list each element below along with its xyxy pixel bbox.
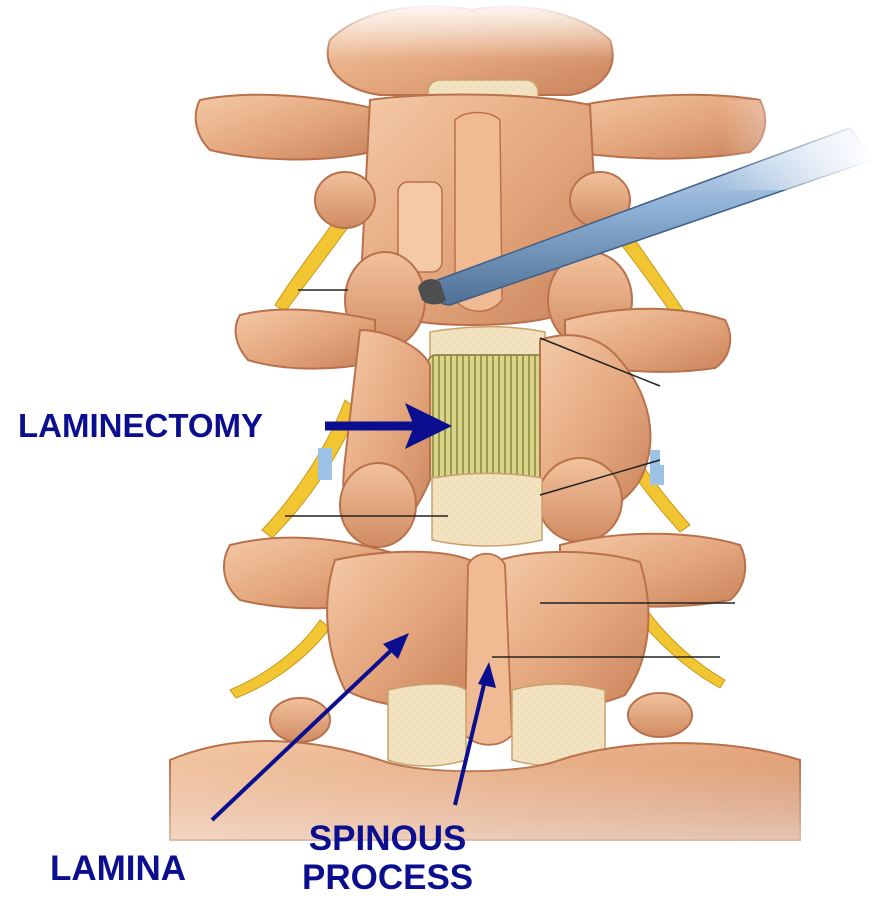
nerve-root-left-lower [230,620,330,698]
middle-vertebra [236,309,731,547]
spinous-process-label-line2: PROCESS [302,859,473,898]
spinous-process-label: SPINOUS PROCESS [302,820,473,897]
lamina-label: LAMINA [50,850,186,889]
lamina-bone [327,552,470,707]
spinous-process-label-line1: SPINOUS [302,820,473,859]
laminectomy-label: LAMINECTOMY [18,408,263,444]
spinous-process-bone [465,554,512,745]
exposed-spinal-cord [428,355,546,480]
